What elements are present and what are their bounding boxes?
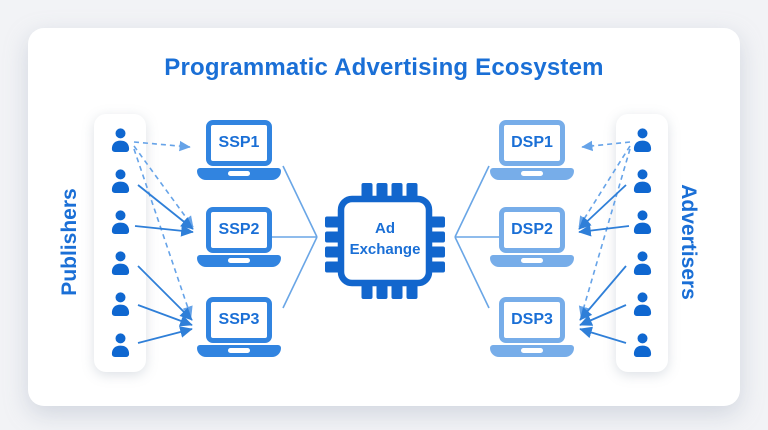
publisher-person-icon [109, 128, 132, 153]
ssp3-screen: SSP3 [206, 297, 272, 343]
publishers-label: Publishers [58, 188, 81, 296]
ssp2-laptop-base [197, 255, 281, 267]
publisher-person-icon [109, 333, 132, 358]
publisher-person-icon [109, 169, 132, 194]
ad-exchange-label-line1: Ad [375, 220, 395, 237]
dsp1-laptop-icon: DSP1 [489, 120, 575, 180]
dsp2-laptop-base [490, 255, 574, 267]
ssp1-laptop-base [197, 168, 281, 180]
advertiser-person-icon [631, 128, 654, 153]
ssp2-laptop-icon: SSP2 [196, 207, 282, 267]
publisher-person-icon [109, 292, 132, 317]
ssp3-laptop-base [197, 345, 281, 357]
dsp1-screen: DSP1 [499, 120, 565, 166]
advertiser-person-icon [631, 210, 654, 235]
ssp3-laptop-icon: SSP3 [196, 297, 282, 357]
advertiser-person-icon [631, 169, 654, 194]
advertiser-person-icon [631, 292, 654, 317]
dsp3-label: DSP3 [511, 311, 553, 328]
ssp2-screen: SSP2 [206, 207, 272, 253]
dsp3-screen: DSP3 [499, 297, 565, 343]
dsp2-screen: DSP2 [499, 207, 565, 253]
dsp3-laptop-base [490, 345, 574, 357]
dsp3-laptop-icon: DSP3 [489, 297, 575, 357]
dsp2-laptop-icon: DSP2 [489, 207, 575, 267]
advertisers-column [616, 114, 668, 372]
advertisers-label: Advertisers [677, 184, 700, 300]
ssp1-screen: SSP1 [206, 120, 272, 166]
ssp1-laptop-icon: SSP1 [196, 120, 282, 180]
dsp2-label: DSP2 [511, 221, 553, 238]
ssp1-label: SSP1 [218, 134, 260, 151]
advertiser-person-icon [631, 333, 654, 358]
publishers-column [94, 114, 146, 372]
dsp1-label: DSP1 [511, 134, 553, 151]
publisher-person-icon [109, 251, 132, 276]
ad-exchange-chip-icon [325, 183, 445, 299]
advertiser-person-icon [631, 251, 654, 276]
ssp3-label: SSP3 [218, 311, 260, 328]
diagram-title: Programmatic Advertising Ecosystem [164, 54, 604, 81]
ad-exchange-label-line2: Exchange [349, 241, 421, 258]
ssp2-label: SSP2 [218, 221, 260, 238]
publisher-person-icon [109, 210, 132, 235]
ad-exchange-label: Ad Exchange [325, 218, 445, 260]
dsp1-laptop-base [490, 168, 574, 180]
